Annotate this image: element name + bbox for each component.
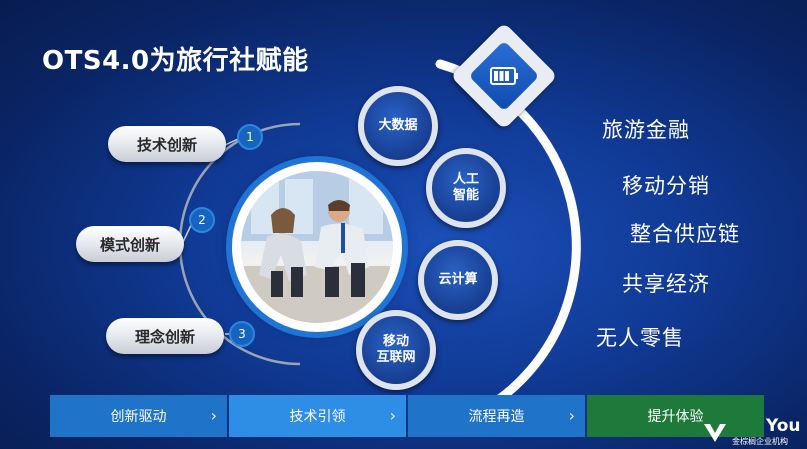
chevron-right-icon: › bbox=[210, 406, 217, 425]
node-label: 云计算 bbox=[438, 271, 478, 287]
pill-model-innovation: 模式创新 bbox=[76, 226, 184, 262]
step-number-1: 1 bbox=[237, 124, 263, 150]
step-number-2: 2 bbox=[189, 207, 215, 233]
node-cloud-computing: 云计算 bbox=[418, 240, 498, 320]
node-mobile-internet: 移动 互联网 bbox=[356, 310, 436, 390]
bottom-seg-process-reengineering: 流程再造 › bbox=[408, 395, 585, 437]
team-photo bbox=[241, 171, 393, 323]
node-label: 大数据 bbox=[378, 117, 418, 133]
page-title: OTS4.0为旅行社赋能 bbox=[42, 46, 309, 76]
bottom-seg-improve-experience: 提升体验 bbox=[587, 395, 764, 437]
bottom-seg-tech-leading: 技术引领 › bbox=[229, 395, 406, 437]
pill-concept-innovation: 理念创新 bbox=[106, 318, 224, 354]
right-item-integrated-supply-chain: 整合供应链 bbox=[630, 222, 740, 246]
node-label: 人工 智能 bbox=[452, 171, 479, 203]
logo-mark-icon bbox=[704, 424, 726, 442]
bottom-seg-innovation-driven: 创新驱动 › bbox=[50, 395, 227, 437]
pill-label: 模式创新 bbox=[99, 235, 160, 254]
pill-label: 理念创新 bbox=[134, 327, 195, 346]
seg-label: 创新驱动 bbox=[110, 409, 167, 425]
battery-icon bbox=[490, 67, 518, 85]
chevron-right-icon: › bbox=[568, 406, 575, 425]
logo-org-name: 金棕榈企业机构 bbox=[732, 437, 788, 446]
node-ai: 人工 智能 bbox=[426, 148, 506, 228]
right-item-sharing-economy: 共享经济 bbox=[622, 272, 710, 296]
chevron-right-icon: › bbox=[389, 406, 396, 425]
company-logo: You 金棕榈企业机构 bbox=[702, 416, 807, 449]
seg-label: 提升体验 bbox=[647, 409, 704, 425]
pill-technology-innovation: 技术创新 bbox=[108, 126, 226, 162]
bottom-bar: 创新驱动 › 技术引领 › 流程再造 › 提升体验 bbox=[50, 395, 764, 437]
logo-word: You bbox=[766, 416, 801, 436]
step-number-3: 3 bbox=[229, 321, 255, 347]
node-label: 移动 互联网 bbox=[376, 333, 416, 365]
right-item-mobile-distribution: 移动分销 bbox=[622, 174, 710, 198]
team-start-line-illustration bbox=[241, 171, 393, 323]
right-item-unmanned-retail: 无人零售 bbox=[596, 326, 684, 350]
seg-label: 技术引领 bbox=[289, 409, 346, 425]
pill-label: 技术创新 bbox=[136, 135, 197, 154]
right-item-travel-finance: 旅游金融 bbox=[602, 118, 690, 142]
node-big-data: 大数据 bbox=[358, 86, 438, 166]
seg-label: 流程再造 bbox=[468, 409, 525, 425]
